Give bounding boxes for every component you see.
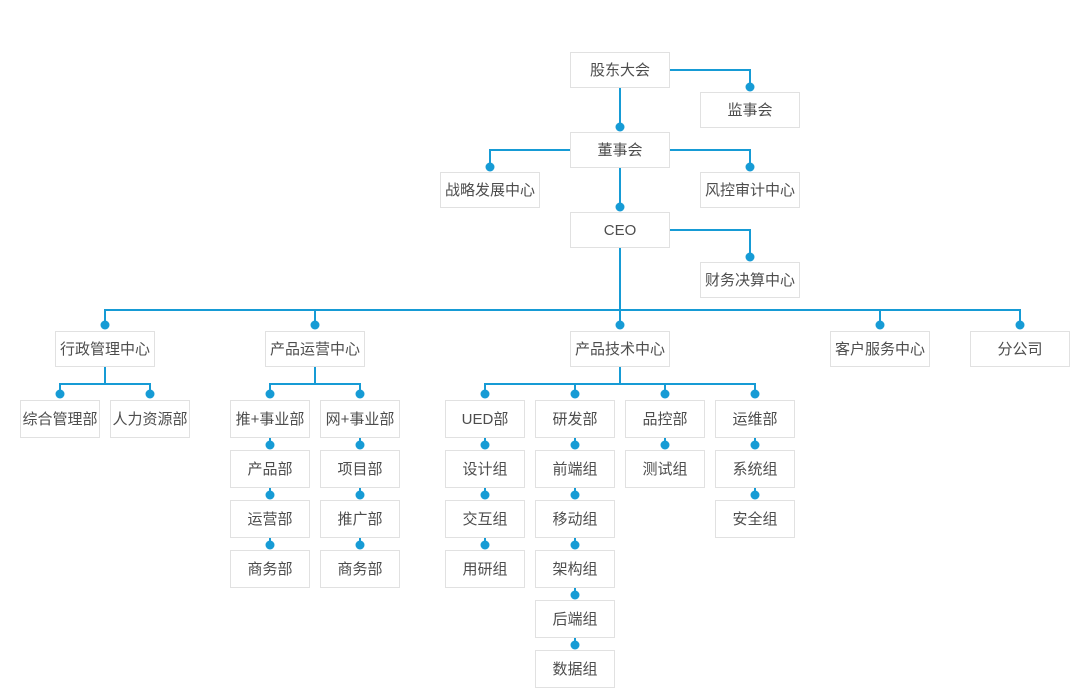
- connector-dot: [745, 252, 755, 262]
- connector-line: [670, 149, 751, 167]
- org-node-risk-audit[interactable]: 风控审计中心: [700, 172, 800, 208]
- connector-dot: [570, 540, 580, 550]
- org-node-board[interactable]: 董事会: [570, 132, 670, 168]
- connector-dot: [480, 490, 490, 500]
- connector-dot: [570, 490, 580, 500]
- connector-dot: [265, 540, 275, 550]
- connector-dot: [145, 389, 155, 399]
- connector-dot: [615, 202, 625, 212]
- org-node-supervisory[interactable]: 监事会: [700, 92, 800, 128]
- org-node-interaction-group[interactable]: 交互组: [445, 500, 525, 538]
- connector-dot: [570, 440, 580, 450]
- connector-dot: [750, 440, 760, 450]
- org-node-ued-dept[interactable]: UED部: [445, 400, 525, 438]
- org-node-finance[interactable]: 财务决算中心: [700, 262, 800, 298]
- org-node-user-research-group[interactable]: 用研组: [445, 550, 525, 588]
- org-node-project-dept[interactable]: 项目部: [320, 450, 400, 488]
- connector-dot: [265, 389, 275, 399]
- org-node-branch-company[interactable]: 分公司: [970, 331, 1070, 367]
- connector-dot: [55, 389, 65, 399]
- connector-dot: [480, 389, 490, 399]
- org-node-architecture-group[interactable]: 架构组: [535, 550, 615, 588]
- connector-dot: [750, 389, 760, 399]
- org-node-frontend-group[interactable]: 前端组: [535, 450, 615, 488]
- org-node-system-group[interactable]: 系统组: [715, 450, 795, 488]
- connector-dot: [660, 440, 670, 450]
- org-node-business-dept-a[interactable]: 商务部: [230, 550, 310, 588]
- org-node-hr[interactable]: 人力资源部: [110, 400, 190, 438]
- connector-dot: [1015, 320, 1025, 330]
- org-node-general-mgmt[interactable]: 综合管理部: [20, 400, 100, 438]
- connector-dot: [355, 440, 365, 450]
- org-node-tui-division[interactable]: 推+事业部: [230, 400, 310, 438]
- org-node-wang-division[interactable]: 网+事业部: [320, 400, 400, 438]
- org-node-mobile-group[interactable]: 移动组: [535, 500, 615, 538]
- org-node-security-group[interactable]: 安全组: [715, 500, 795, 538]
- org-node-shareholders[interactable]: 股东大会: [570, 52, 670, 88]
- connector-dot: [355, 540, 365, 550]
- connector-dot: [750, 490, 760, 500]
- connector-dot: [485, 162, 495, 172]
- org-node-rnd-dept[interactable]: 研发部: [535, 400, 615, 438]
- org-node-product-dept[interactable]: 产品部: [230, 450, 310, 488]
- org-node-promotion-dept[interactable]: 推广部: [320, 500, 400, 538]
- connector-dot: [745, 82, 755, 92]
- org-node-backend-group[interactable]: 后端组: [535, 600, 615, 638]
- org-node-product-tech-center[interactable]: 产品技术中心: [570, 331, 670, 367]
- org-node-testing-group[interactable]: 测试组: [625, 450, 705, 488]
- connector-dot: [265, 490, 275, 500]
- org-node-ops-dept[interactable]: 运营部: [230, 500, 310, 538]
- connector-dot: [480, 540, 490, 550]
- org-node-admin-center[interactable]: 行政管理中心: [55, 331, 155, 367]
- connector-dot: [570, 389, 580, 399]
- connector-dot: [615, 320, 625, 330]
- connector-dot: [570, 640, 580, 650]
- org-node-business-dept-b[interactable]: 商务部: [320, 550, 400, 588]
- connector-dot: [745, 162, 755, 172]
- org-node-qc-dept[interactable]: 品控部: [625, 400, 705, 438]
- connector-dot: [615, 122, 625, 132]
- connector-dot: [355, 490, 365, 500]
- org-node-devops-dept[interactable]: 运维部: [715, 400, 795, 438]
- connector-dot: [265, 440, 275, 450]
- connector-line: [670, 229, 751, 257]
- connector-line: [670, 69, 751, 87]
- connector-dot: [480, 440, 490, 450]
- org-node-product-ops-center[interactable]: 产品运营中心: [265, 331, 365, 367]
- org-node-design-group[interactable]: 设计组: [445, 450, 525, 488]
- connector-dot: [100, 320, 110, 330]
- connector-dot: [355, 389, 365, 399]
- org-node-strategy[interactable]: 战略发展中心: [440, 172, 540, 208]
- org-node-data-group[interactable]: 数据组: [535, 650, 615, 688]
- connector-dot: [875, 320, 885, 330]
- org-node-customer-service-center[interactable]: 客户服务中心: [830, 331, 930, 367]
- connector-dot: [310, 320, 320, 330]
- connector-dot: [660, 389, 670, 399]
- org-node-ceo[interactable]: CEO: [570, 212, 670, 248]
- connector-dot: [570, 590, 580, 600]
- connector-line: [489, 149, 570, 167]
